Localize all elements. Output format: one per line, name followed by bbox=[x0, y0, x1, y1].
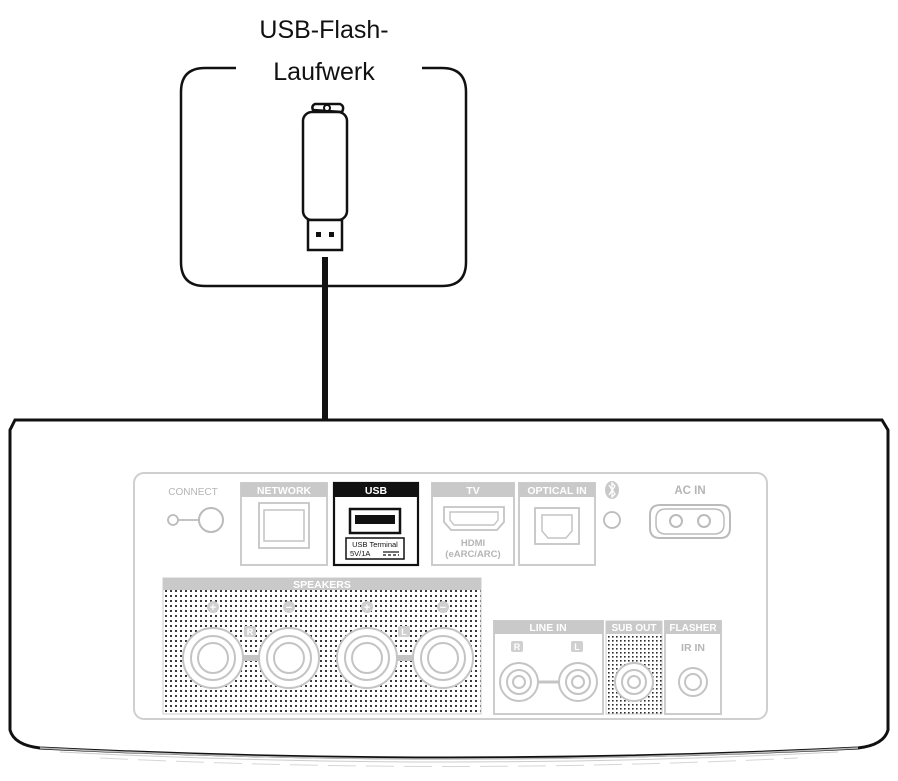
speakers-label: SPEAKERS bbox=[293, 579, 351, 591]
sub-out-group: SUB OUT bbox=[605, 620, 663, 715]
line-in-group: LINE IN R L bbox=[493, 620, 604, 715]
usb-flash-drive-icon bbox=[301, 102, 349, 252]
plus-marker: + bbox=[364, 602, 370, 614]
flasher-label: FLASHER bbox=[669, 623, 717, 634]
usb-terminal-plate bbox=[345, 537, 405, 560]
minus-marker: − bbox=[286, 602, 292, 614]
speakers-terminal-group: SPEAKERS + − + − R L bbox=[162, 577, 482, 715]
hdmi-label: HDMI bbox=[461, 538, 485, 549]
network-label: NETWORK bbox=[257, 485, 312, 497]
callout-title-line2: Laufwerk bbox=[236, 57, 412, 87]
channel-r-marker: R bbox=[247, 627, 254, 637]
rca-jack-right bbox=[499, 662, 539, 702]
tv-label: TV bbox=[466, 485, 479, 497]
speaker-binding-post bbox=[336, 627, 398, 689]
optical-port-group: OPTICAL IN bbox=[518, 482, 596, 566]
ir-in-jack bbox=[678, 667, 708, 697]
optical-port-icon bbox=[534, 507, 580, 545]
minus-marker: − bbox=[440, 602, 446, 614]
plus-marker: + bbox=[210, 602, 216, 614]
channel-l-marker: L bbox=[401, 627, 407, 637]
dc-symbol-icon bbox=[383, 551, 399, 556]
bluetooth-indicator bbox=[603, 481, 621, 529]
ethernet-port-icon bbox=[258, 502, 310, 549]
ir-in-label: IR IN bbox=[681, 642, 705, 654]
ac-inlet-icon bbox=[649, 504, 731, 539]
bluetooth-icon bbox=[608, 481, 616, 499]
tv-port-group: TV HDMI (eARC/ARC) bbox=[431, 482, 515, 566]
usb-label: USB bbox=[365, 485, 388, 497]
optical-label: OPTICAL IN bbox=[527, 485, 586, 497]
ac-in-label: AC IN bbox=[674, 485, 705, 497]
rca-jack-left bbox=[558, 662, 598, 702]
hdmi-port-icon bbox=[443, 506, 505, 531]
speaker-binding-post bbox=[412, 627, 474, 689]
callout-title-line1: USB-Flash- bbox=[180, 15, 468, 45]
line-in-l-marker: L bbox=[574, 642, 580, 652]
sub-out-jack bbox=[614, 662, 654, 702]
sub-out-label: SUB OUT bbox=[612, 623, 657, 634]
usb-port-icon bbox=[348, 507, 402, 535]
usb-port-group: USB USB Terminal 5V/1A bbox=[332, 481, 420, 567]
line-in-r-marker: R bbox=[514, 642, 521, 652]
line-in-label: LINE IN bbox=[529, 622, 566, 634]
speaker-binding-post bbox=[258, 627, 320, 689]
speaker-binding-post bbox=[182, 627, 244, 689]
usb-terminal-label: USB Terminal bbox=[352, 540, 398, 549]
flasher-group: FLASHER IR IN bbox=[664, 620, 722, 715]
connect-button bbox=[167, 507, 224, 533]
usb-rating-label: 5V/1A bbox=[350, 549, 370, 558]
network-port-group: NETWORK bbox=[240, 482, 328, 566]
connect-label: CONNECT bbox=[168, 487, 217, 498]
hdmi-arc-label: (eARC/ARC) bbox=[445, 549, 500, 560]
